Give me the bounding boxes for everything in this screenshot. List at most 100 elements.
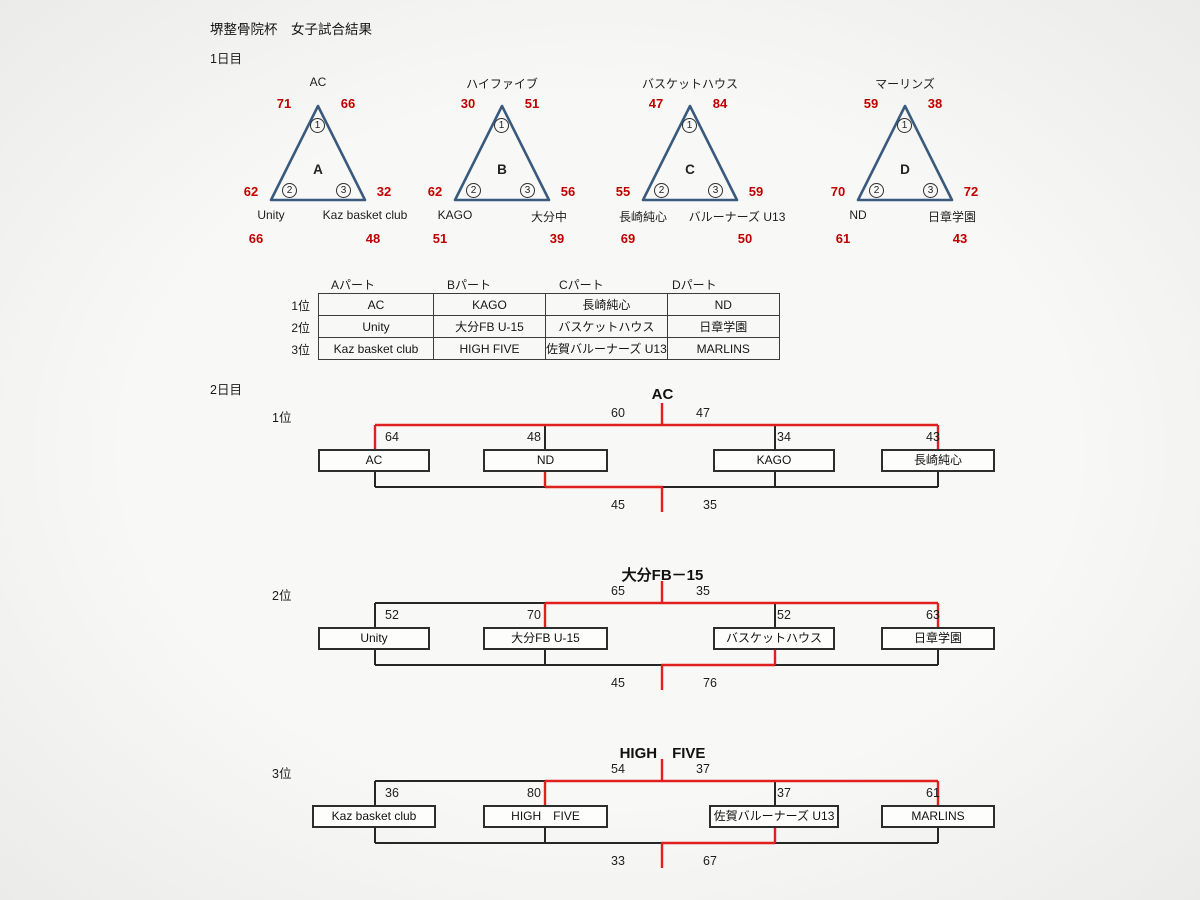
bracket-champion: HIGH FIVE: [619, 745, 706, 762]
team-box: KAGO: [713, 449, 835, 472]
score: 71: [276, 96, 292, 111]
semi-score: 80: [527, 786, 541, 800]
score: 39: [549, 231, 565, 246]
bracket-3rd-place: HIGH FIVE 54 37 36 80 37 61 Kaz basket c…: [300, 742, 1025, 876]
group-letter: B: [497, 162, 507, 177]
semi-score: 63: [926, 608, 940, 622]
table-col-header: Aパート: [331, 278, 376, 292]
group-top-team: バスケットハウス: [641, 77, 738, 91]
team-box: AC: [318, 449, 430, 472]
team-name: 大分中: [530, 210, 567, 224]
bracket-2nd-place: 大分FB－15 65 35 52 70 52 63 Unity 大分FB U-1…: [300, 564, 1025, 698]
day1-group-d: マーリンズ 59 38 1 D 2 3 70 72 ND 日章学園 61 43: [795, 75, 1015, 255]
score: 55: [615, 184, 631, 199]
score: 56: [560, 184, 576, 199]
score: 84: [712, 96, 728, 111]
day1-group-b: ハイファイブ 30 51 1 B 2 3 62 56 KAGO 大分中 51 3…: [392, 75, 612, 255]
team-box: バスケットハウス: [713, 627, 835, 650]
match-number-badge: 3: [708, 183, 723, 198]
team-box: 佐賀バルーナーズ U13: [709, 805, 839, 828]
score: 51: [432, 231, 448, 246]
table-cell: ND: [666, 293, 780, 316]
score: 38: [927, 96, 943, 111]
consolation-score: 76: [703, 676, 717, 690]
score: 59: [748, 184, 764, 199]
match-number-badge: 2: [282, 183, 297, 198]
team-name: KAGO: [437, 208, 473, 222]
table-cell: KAGO: [433, 293, 546, 316]
group-letter: C: [685, 162, 695, 177]
score: 32: [376, 184, 392, 199]
table-row: Unity 大分FB U-15 バスケットハウス 日章学園: [318, 315, 780, 338]
day2-label: 2日目: [210, 383, 242, 397]
score: 61: [835, 231, 851, 246]
consolation-score: 33: [611, 854, 625, 868]
consolation-score: 35: [703, 498, 717, 512]
table-row: AC KAGO 長崎純心 ND: [318, 293, 780, 316]
score: 50: [737, 231, 753, 246]
table-cell: 長崎純心: [545, 293, 668, 316]
score: 43: [952, 231, 968, 246]
team-name: バルーナーズ U13: [688, 210, 786, 224]
day1-group-a: AC 71 66 1 A 2 3 62 32 Unity Kaz basket …: [208, 75, 428, 255]
team-box: 長崎純心: [881, 449, 995, 472]
final-score: 47: [696, 406, 710, 420]
final-score: 54: [611, 762, 625, 776]
group-top-team: ハイファイブ: [466, 77, 538, 91]
bracket-rank-label: 2位: [272, 589, 292, 603]
bracket-lines: [373, 403, 940, 512]
bracket-rank-label: 1位: [272, 411, 292, 425]
group-triangle-outline: [453, 104, 551, 202]
match-number-badge: 3: [923, 183, 938, 198]
table-col-header: Cパート: [559, 278, 604, 292]
match-number-badge: 1: [682, 118, 697, 133]
semi-score: 43: [926, 430, 940, 444]
group-top-team: AC: [309, 75, 327, 89]
table-cell: 大分FB U-15: [433, 315, 546, 338]
final-score: 37: [696, 762, 710, 776]
table-cell: バスケットハウス: [545, 315, 668, 338]
group-triangle-outline: [856, 104, 954, 202]
page-title: 堺整骨院杯 女子試合結果: [210, 22, 372, 37]
match-number-badge: 1: [310, 118, 325, 133]
table-cell: HIGH FIVE: [433, 337, 546, 360]
table-col-header: Bパート: [447, 278, 492, 292]
standings-table: AC KAGO 長崎純心 ND Unity 大分FB U-15 バスケットハウス…: [318, 293, 780, 360]
group-letter: D: [900, 162, 910, 177]
score: 72: [963, 184, 979, 199]
bracket-rank-label: 3位: [272, 767, 292, 781]
match-number-badge: 1: [494, 118, 509, 133]
bracket-champion: AC: [651, 386, 674, 403]
bracket-lines: [374, 759, 940, 868]
team-box: 日章学園: [881, 627, 995, 650]
table-col-header: Dパート: [672, 278, 717, 292]
team-box: Unity: [318, 627, 430, 650]
match-number-badge: 3: [336, 183, 351, 198]
match-number-badge: 3: [520, 183, 535, 198]
table-row: Kaz basket club HIGH FIVE 佐賀バルーナーズ U13 M…: [318, 337, 780, 360]
table-row-header: 1位: [291, 299, 310, 313]
team-box: HIGH FIVE: [483, 805, 608, 828]
table-cell: AC: [318, 293, 434, 316]
match-number-badge: 2: [869, 183, 884, 198]
semi-score: 52: [777, 608, 791, 622]
score: 48: [365, 231, 381, 246]
group-triangle-outline: [641, 104, 739, 202]
score: 51: [524, 96, 540, 111]
semi-score: 48: [527, 430, 541, 444]
team-box: 大分FB U-15: [483, 627, 608, 650]
team-name: 長崎純心: [618, 210, 667, 224]
table-cell: 日章学園: [666, 315, 780, 338]
score: 62: [243, 184, 259, 199]
table-row-header: 2位: [291, 321, 310, 335]
match-number-badge: 1: [897, 118, 912, 133]
table-cell: 佐賀バルーナーズ U13: [545, 337, 668, 360]
final-score: 60: [611, 406, 625, 420]
table-cell: MARLINS: [666, 337, 780, 360]
semi-score: 61: [926, 786, 940, 800]
day1-label: 1日目: [210, 52, 242, 66]
score: 66: [248, 231, 264, 246]
bracket-champion: 大分FB－15: [621, 567, 704, 584]
match-number-badge: 2: [654, 183, 669, 198]
